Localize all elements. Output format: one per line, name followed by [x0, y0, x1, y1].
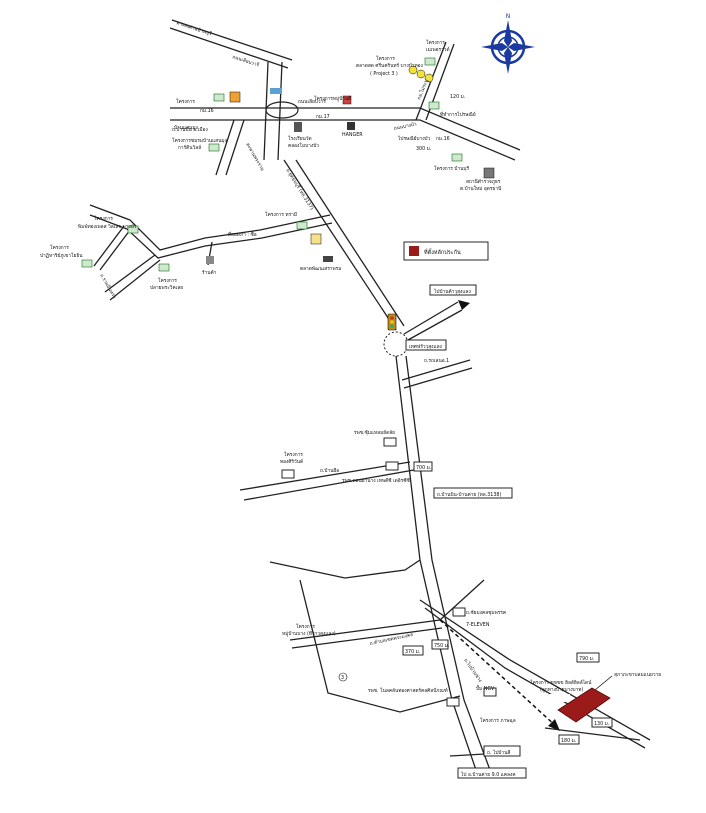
label-left-group-4: การ์ดีนวิลล์: [178, 144, 201, 151]
yellow-markers: [408, 65, 434, 83]
label-project-i: โครงการ: [284, 451, 303, 458]
label-km16: กม.16: [200, 108, 214, 114]
label-project-a-2: ตลาดสด ศรีนครินทร์ บางบัวทอง: [356, 62, 423, 69]
label-km-16b: กม.16: [436, 136, 450, 142]
road-top-diagonal: [171, 19, 293, 61]
label-project-top: โครงการ: [426, 39, 445, 46]
label-project-top-2: เมเพอราวด์: [426, 46, 450, 53]
label-temple: โรงเรียนวัด: [288, 135, 312, 142]
label-left-group-3: โครงการชมรมบ้านแสนมุง: [172, 137, 227, 144]
label-project-a: โครงการ: [376, 55, 395, 62]
label-m-a: 790 ม.: [579, 656, 594, 662]
label-left-road: สะพานพระราม: [244, 142, 265, 172]
label-project-a-3: ( Project 3 ): [370, 71, 398, 77]
label-market: ตลาดพัฒนเสราพรม: [300, 266, 341, 272]
label-km17: กม.17: [316, 114, 330, 120]
label-m750: 750 ม.: [434, 643, 449, 649]
label-diag-road: ถ.ยุทธนบุรี (ทล.3137): [284, 167, 315, 211]
label-branch: ที่ทำการไปรษณีย์: [440, 111, 476, 118]
label-school-3: รพช. โนลคลันทองศาสตร์คลศิลป์ภณฑ์: [368, 687, 448, 694]
label-project-j-2: หมู่บ้านบาง (ทีวาวุสุงแลง): [282, 630, 336, 637]
svg-text:N: N: [506, 13, 511, 20]
label-ramintra: ถ.รามอินทรา: [98, 273, 117, 300]
label-left-group-2: บ้านแสนมุง: [174, 124, 198, 131]
label-village-sign: โครงการ ขขขข ฮิลส์ฮิลล์ไดน์: [530, 679, 592, 686]
label-project-b: โครงการหมู่บ้านดี: [314, 95, 351, 102]
label-project-e-2: พิมพ์ทองเพลส วิลเลจ บางบัว: [78, 223, 137, 230]
label-n-road: ถ.ชัยมงคลชุมพรรค: [466, 610, 506, 616]
label-project-g-2: ปลายพระวิคเลย: [150, 285, 183, 291]
label-office: ไปรษณีย์บางบัว: [397, 135, 431, 142]
label-project-d-2: ต.บ้านใหม่ อุดรธานี: [460, 185, 502, 192]
label-hanger: HANGER: [342, 132, 363, 138]
label-left-group-1: โครงการ: [176, 98, 195, 105]
label-project-k: โครงการ ภาพฉุล: [480, 717, 516, 724]
label-project-f: โครงการ: [50, 244, 69, 251]
label-top-road-2: ถนนเลียบวารี: [231, 53, 260, 68]
label-m120: 120 ม.: [450, 94, 465, 100]
label-project-d: สถานีตำรวจภูธร: [466, 178, 501, 185]
house-icons: [81, 57, 463, 272]
label-banchang: ถ.ไปบ้านช่าง: [462, 657, 483, 683]
label-top-road-3: ถนนบางบัว: [393, 121, 417, 132]
roundabout: [383, 331, 409, 357]
label-project-j: โครงการ: [296, 623, 315, 630]
label-circle-3: 3: [341, 675, 344, 681]
label-boxes: [402, 284, 613, 779]
envelope-icons: [281, 437, 497, 707]
property-parcel: [557, 687, 611, 723]
label-airport-road: ถนนเลียบวารี: [298, 98, 326, 105]
label-junction: ถ.บ้านบิน อ.เมือง: [172, 126, 208, 133]
label-project-c: โครงการ บ้านบุรี: [434, 165, 469, 172]
label-banphue-road: ถ.บ้านผือ: [320, 467, 339, 474]
label-road-minor: ถ.รถเลนอ.1: [424, 358, 449, 364]
label-project-i-2: ทองศิริวันต์: [280, 458, 303, 465]
label-school-1: รพช.ซุ้มแหลมย์ดลัย: [354, 429, 395, 436]
label-temple-2: คลองโมบางบัว: [288, 142, 319, 149]
label-m370: 370 ม.: [405, 649, 420, 655]
label-school-2: รพช.ดอนยานาง เทพดีซี เดอิรซีซี: [342, 477, 410, 484]
label-project-e: โครงการ: [94, 215, 113, 222]
label-project-h: โครงการ ทรามี: [265, 211, 297, 218]
label-seven: 7-ELEVEN: [466, 622, 490, 628]
label-main-road: ถ. ไปบ้านสี: [487, 749, 510, 756]
label-km-sign: 700 ม.: [416, 465, 431, 471]
label-m100: 300 ม.: [416, 146, 431, 152]
legend-box: [403, 241, 489, 261]
label-right-sign: สุภาภะขาบลมแนยวาย: [614, 672, 661, 678]
label-roundabout: เทศฟรัววุสุงแลง: [409, 344, 442, 350]
building-icons: [206, 88, 495, 264]
label-project-g: โครงการ: [158, 277, 177, 284]
label-top-road-1: ทางลงผ่านบ้านบุรี: [175, 19, 213, 37]
traffic-light-icon: [387, 313, 397, 331]
legend-label: ที่ตั้งหลักประกัน: [424, 248, 461, 256]
label-bottom-sign: ไป อ.บ้านค่าย 9.0 แคลงค: [460, 771, 516, 778]
label-project-f-2: ปาฏิหาริย์ภูเขาโยธิน: [40, 252, 83, 259]
label-shop: ร้านค้า: [202, 269, 217, 276]
label-village-sign-2: (ลูกทางป้ายบางบาท): [540, 686, 583, 693]
label-dorm: ที่ยอดภา : ซื้อ: [228, 230, 257, 238]
legend-swatch: [409, 246, 419, 256]
label-to-road: ไปบ้านค้าวุสุงแลง: [433, 288, 471, 295]
label-road-sign: ถ.บ้านบิน-บ้านค่าย (ทล.3138): [437, 491, 501, 498]
label-m130: 130 ม.: [594, 721, 609, 727]
compass-icon: N: [481, 13, 535, 74]
label-m-b: 180 ม.: [561, 738, 576, 744]
label-ngv: ปั้ม NGV: [476, 684, 495, 692]
